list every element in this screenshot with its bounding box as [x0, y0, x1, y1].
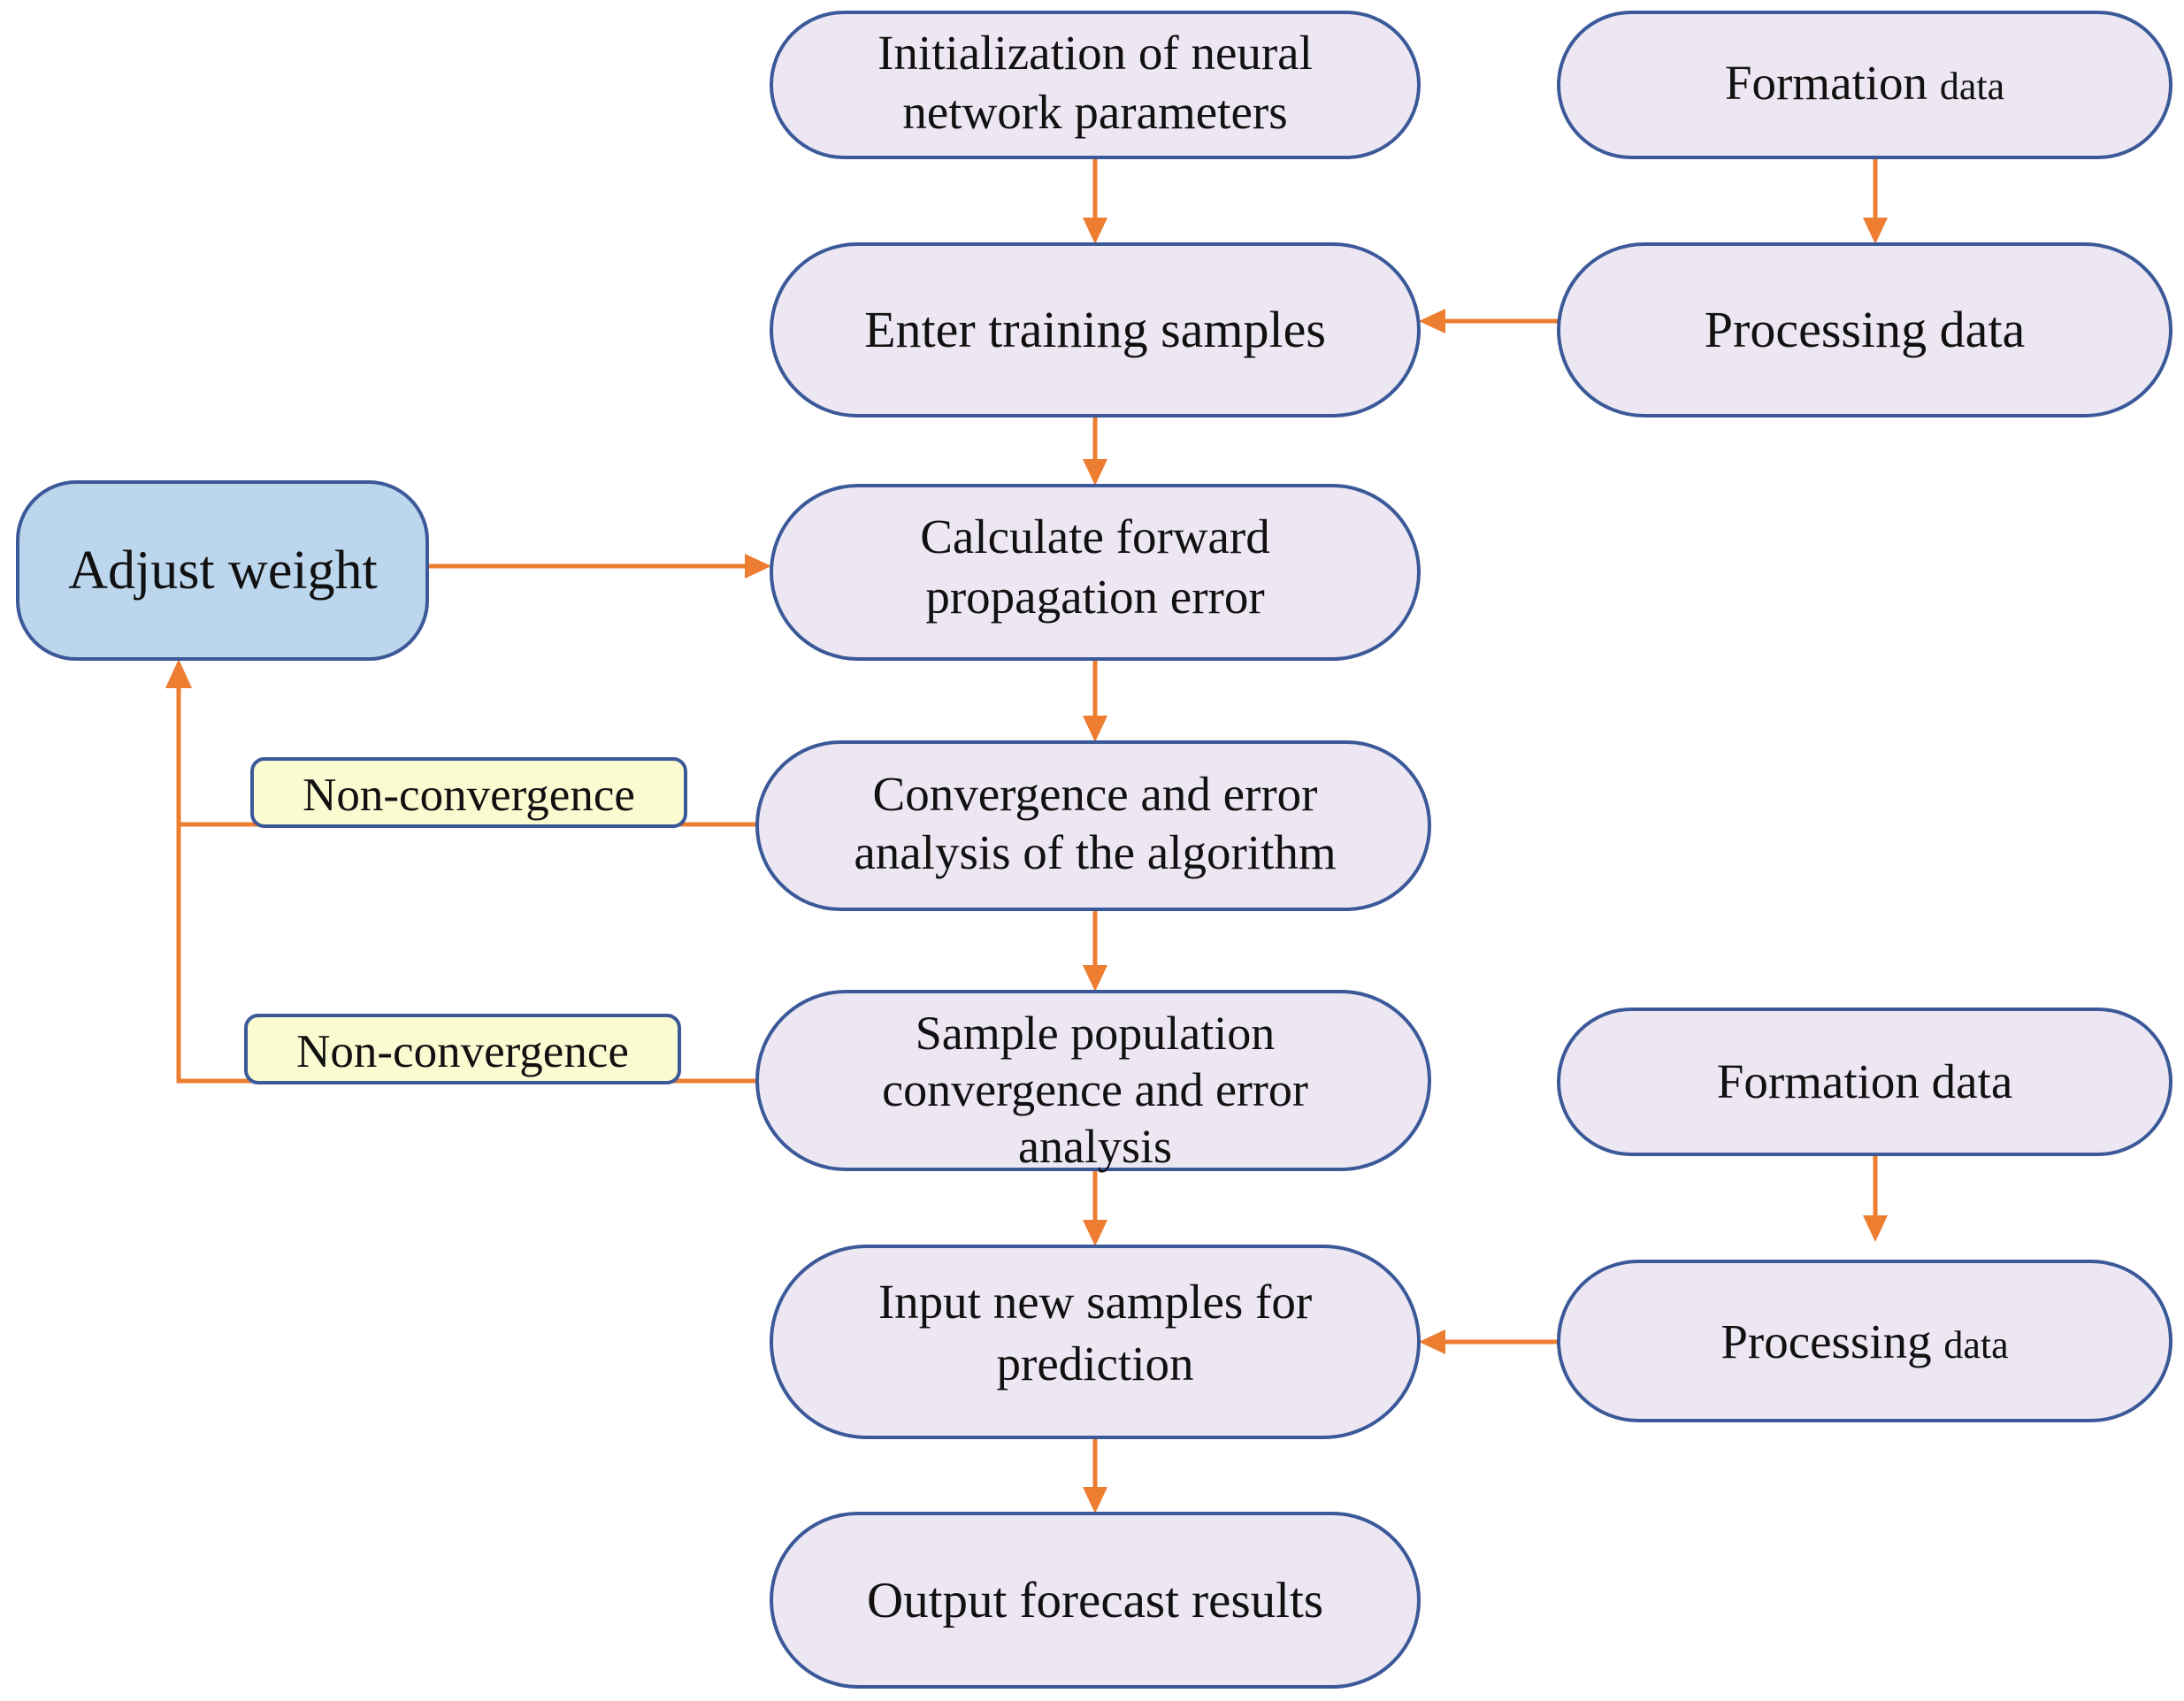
node-formation-data-top[interactable]: Formation data	[1557, 11, 2173, 159]
node-label-main: Formation data	[1725, 56, 2004, 110]
node-calculate-forward-propagation-error[interactable]: Calculate forward propagation error	[770, 484, 1421, 661]
node-label-line-3: analysis	[1018, 1120, 1172, 1173]
node-shape[interactable]	[755, 740, 1431, 911]
node-formation-data-bottom[interactable]: Formation data	[1557, 1008, 2173, 1156]
node-label: Output forecast results	[867, 1573, 1323, 1628]
node-label: Adjust weight	[68, 540, 378, 601]
edge-label-text: Non-convergence	[296, 1026, 629, 1077]
edge-label-non-convergence-1[interactable]: Non-convergence	[250, 757, 687, 828]
node-label-line-1: Input new samples for	[878, 1275, 1312, 1329]
edge-processing-bottom-to-input-new-samples	[1419, 1329, 1559, 1354]
node-convergence-and-error-analysis[interactable]: Convergence and error analysis of the al…	[755, 740, 1431, 911]
node-sample-population-convergence-and-error-analysis[interactable]: Sample population convergence and error …	[755, 990, 1431, 1173]
edge-input-new-samples-to-output-forecast	[1083, 1437, 1107, 1513]
node-shape[interactable]	[1557, 1008, 2173, 1156]
edge-label-non-convergence-2[interactable]: Non-convergence	[244, 1014, 681, 1084]
node-label: Processing data	[1720, 1314, 2008, 1368]
node-label: Processing data	[1705, 301, 2025, 358]
edge-enter-training-samples-to-calculate-error	[1083, 416, 1107, 486]
edge-label-box[interactable]	[250, 757, 687, 828]
node-processing-data-top[interactable]: Processing data	[1557, 242, 2173, 418]
node-shape[interactable]	[1557, 242, 2173, 418]
node-label: Enter training samples	[864, 301, 1326, 358]
node-label-line-2: analysis of the algorithm	[854, 825, 1336, 879]
node-label-main: Processing data	[1720, 1314, 2008, 1368]
node-label-line-1: Convergence and error	[873, 767, 1318, 821]
node-label-line-2: network parameters	[902, 85, 1287, 139]
edge-formation-bottom-to-processing-bottom	[1863, 1154, 1888, 1242]
node-label: Formation data	[1725, 56, 2004, 110]
node-shape[interactable]	[16, 480, 429, 661]
node-shape[interactable]	[770, 1245, 1421, 1439]
node-label-line-1: Sample population	[916, 1007, 1275, 1060]
edge-init-to-enter-training-samples	[1083, 157, 1107, 244]
edge-label-text: Non-convergence	[303, 770, 635, 821]
edge-adjust-weight-to-calculate-error	[427, 554, 771, 578]
node-label-line-1: Initialization of neural	[877, 26, 1313, 80]
node-label: Formation data	[1717, 1054, 2013, 1108]
edges-layer	[165, 157, 1888, 1513]
edge-sample-population-to-input-new-samples	[1083, 1169, 1107, 1246]
node-adjust-weight[interactable]: Adjust weight	[16, 480, 429, 661]
node-initialization-of-neural-network-parameters[interactable]: Initialization of neural network paramet…	[770, 11, 1421, 159]
node-enter-training-samples[interactable]: Enter training samples	[770, 242, 1421, 418]
node-output-forecast-results[interactable]: Output forecast results	[770, 1512, 1421, 1689]
node-shape[interactable]	[770, 484, 1421, 661]
node-label-line-2: propagation error	[925, 570, 1264, 624]
node-label-line-2: convergence and error	[882, 1063, 1308, 1116]
node-label-line-1: Calculate forward	[920, 510, 1270, 563]
node-input-new-samples-for-prediction[interactable]: Input new samples for prediction	[770, 1245, 1421, 1439]
node-shape[interactable]	[770, 11, 1421, 159]
edge-processing-top-to-enter-training-samples	[1419, 309, 1559, 333]
node-processing-data-bottom[interactable]: Processing data	[1557, 1260, 2173, 1422]
node-shape[interactable]	[770, 1512, 1421, 1689]
edge-label-box[interactable]	[244, 1014, 681, 1084]
edge-convergence-analysis-to-sample-population	[1083, 909, 1107, 992]
node-shape[interactable]	[1557, 11, 2173, 159]
node-shape[interactable]	[1557, 1260, 2173, 1422]
node-shape[interactable]	[755, 990, 1431, 1171]
node-label-line-2: prediction	[997, 1337, 1194, 1391]
node-shape[interactable]	[770, 242, 1421, 418]
edge-calculate-error-to-convergence-analysis	[1083, 659, 1107, 742]
edge-formation-top-to-processing-top	[1863, 157, 1888, 244]
